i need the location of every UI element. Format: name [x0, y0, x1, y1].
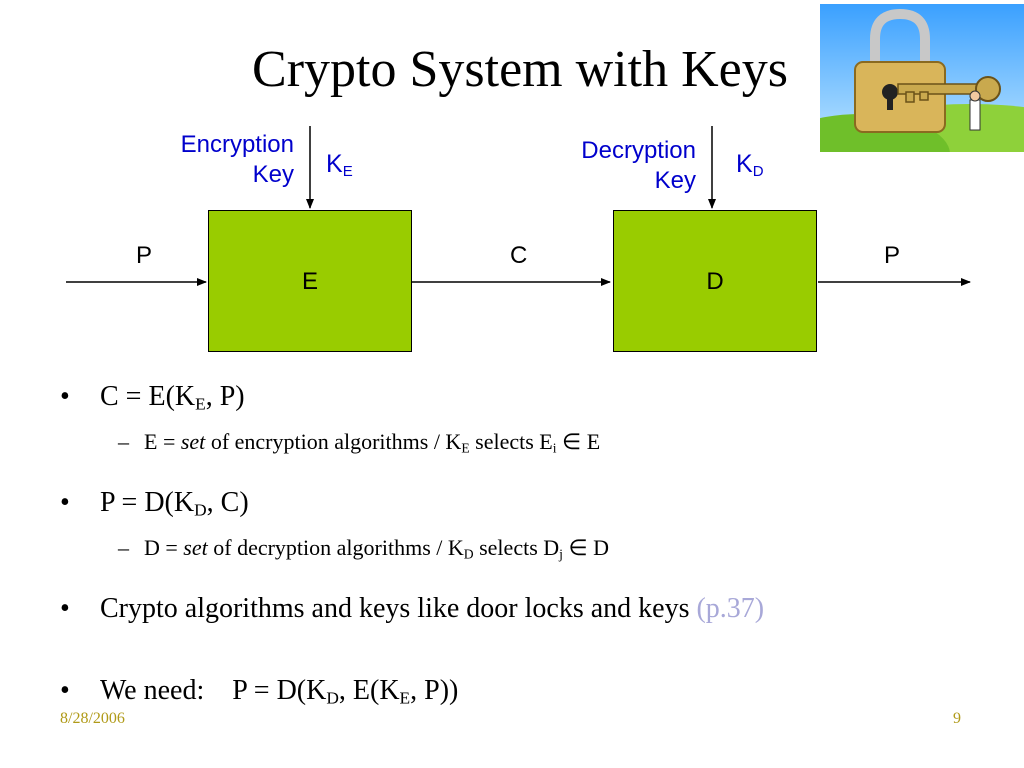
bullet-text-part: , P)) [410, 675, 459, 706]
encryption-key-letter: K [326, 150, 343, 178]
text-part: E = [144, 429, 181, 454]
italic-word: set [180, 429, 206, 454]
text-part: selects E [469, 429, 553, 454]
text-part: selects D [473, 535, 560, 560]
decryption-key-label: Decryption Key [540, 136, 696, 196]
footer-page-number: 9 [953, 710, 961, 727]
ciphertext-label: C [510, 242, 528, 269]
encryption-box-label: E [301, 268, 318, 295]
subscript: i [552, 440, 557, 456]
dash-marker: – [118, 429, 129, 454]
encryption-key-label-line1: Encryption [180, 131, 294, 158]
encryption-key-label-line2: Key [252, 161, 294, 188]
subscript: j [559, 546, 563, 562]
sub-bullet-text: D = set of decryption algorithms / KD se… [144, 534, 609, 568]
bullet-marker: • [60, 381, 70, 412]
decryption-key-label-line2: Key [654, 167, 696, 194]
italic-word: set [183, 535, 208, 560]
footer-date: 8/28/2006 [60, 710, 125, 727]
bullet-text-part: , E(K [338, 675, 400, 706]
subscript: E [461, 440, 470, 456]
crypto-flow-diagram [66, 126, 971, 286]
bullet-text: Crypto algorithms and keys like door loc… [100, 592, 764, 626]
page-reference: (p.37) [696, 593, 765, 624]
plaintext-output-label: P [884, 242, 901, 269]
bullet-text-part: P = D(K [100, 487, 195, 518]
bullet-text: C = E(KE, P) [100, 380, 245, 421]
dash-marker: – [118, 535, 129, 560]
subscript: D [194, 500, 207, 520]
subscript: D [326, 688, 339, 708]
subscript: E [399, 688, 411, 708]
encryption-box [208, 210, 412, 352]
text-part: ∈ D [562, 535, 609, 560]
text-part: ∈ E [556, 429, 601, 454]
bullet-marker: • [60, 675, 70, 706]
decryption-key-subscript: D [752, 163, 764, 180]
encryption-key-symbol: KE [326, 150, 353, 180]
bullet-text-part: , P) [205, 381, 245, 412]
bullet-marker: • [60, 487, 70, 518]
padlock-and-key-icon [820, 4, 1024, 152]
bullet-marker: • [60, 593, 70, 624]
slide-title: Crypto System with Keys [252, 41, 788, 98]
text-part: of encryption algorithms / K [205, 429, 462, 454]
bullet-text-part: , C) [206, 487, 249, 518]
plaintext-input-label: P [136, 242, 153, 269]
text-part: D = [144, 535, 184, 560]
bullet-text-part: We need: P = D(K [100, 675, 327, 706]
bullet-text: P = D(KD, C) [100, 486, 249, 527]
decryption-box [613, 210, 817, 352]
subscript: E [195, 394, 206, 414]
decryption-key-label-line1: Decryption [581, 137, 696, 164]
text-part: of decryption algorithms / K [207, 535, 464, 560]
encryption-key-label: Encryption Key [150, 130, 294, 190]
subscript: D [463, 546, 474, 562]
bullet-text: We need: P = D(KD, E(KE, P)) [100, 674, 458, 715]
encryption-key-subscript: E [342, 163, 353, 180]
decryption-key-letter: K [736, 150, 753, 178]
bullet-text-part: C = E(K [100, 381, 196, 412]
sub-bullet-text: E = set of encryption algorithms / KE se… [144, 428, 600, 462]
bullet-text-part: Crypto algorithms and keys like door loc… [100, 593, 697, 624]
decryption-box-label: D [706, 268, 724, 295]
decryption-key-symbol: KD [736, 150, 764, 180]
